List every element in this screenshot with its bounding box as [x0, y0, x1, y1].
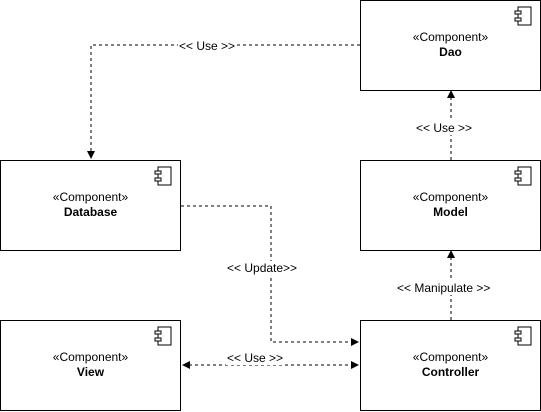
component-stereotype: «Component» [412, 190, 489, 204]
component-name: Model [433, 205, 468, 219]
component-icon [154, 326, 172, 346]
component-controller[interactable]: «Component» Controller [360, 320, 541, 411]
edge-label-database-controller: << Update>> [226, 261, 299, 275]
component-icon [514, 6, 532, 26]
component-dao[interactable]: «Component» Dao [360, 0, 541, 91]
edge-label-view-controller: << Use >> [226, 351, 285, 365]
component-view[interactable]: «Component» View [0, 320, 181, 411]
component-stereotype: «Component» [412, 30, 489, 44]
component-name: Database [63, 205, 118, 219]
component-stereotype: «Component» [52, 350, 129, 364]
component-name: View [76, 365, 105, 379]
edge-dao-database [87, 44, 360, 159]
edge-label-dao-database: << Use >> [178, 39, 237, 53]
component-name: Dao [439, 45, 462, 59]
edge-label-controller-model: << Manipulate >> [396, 281, 492, 295]
component-icon [514, 166, 532, 186]
edge-label-model-dao: << Use >> [415, 121, 474, 135]
component-model[interactable]: «Component» Model [360, 160, 541, 251]
component-stereotype: «Component» [52, 190, 129, 204]
component-database[interactable]: «Component» Database [0, 160, 181, 251]
component-icon [154, 166, 172, 186]
component-stereotype: «Component» [412, 350, 489, 364]
component-icon [514, 326, 532, 346]
component-name: Controller [421, 365, 480, 379]
